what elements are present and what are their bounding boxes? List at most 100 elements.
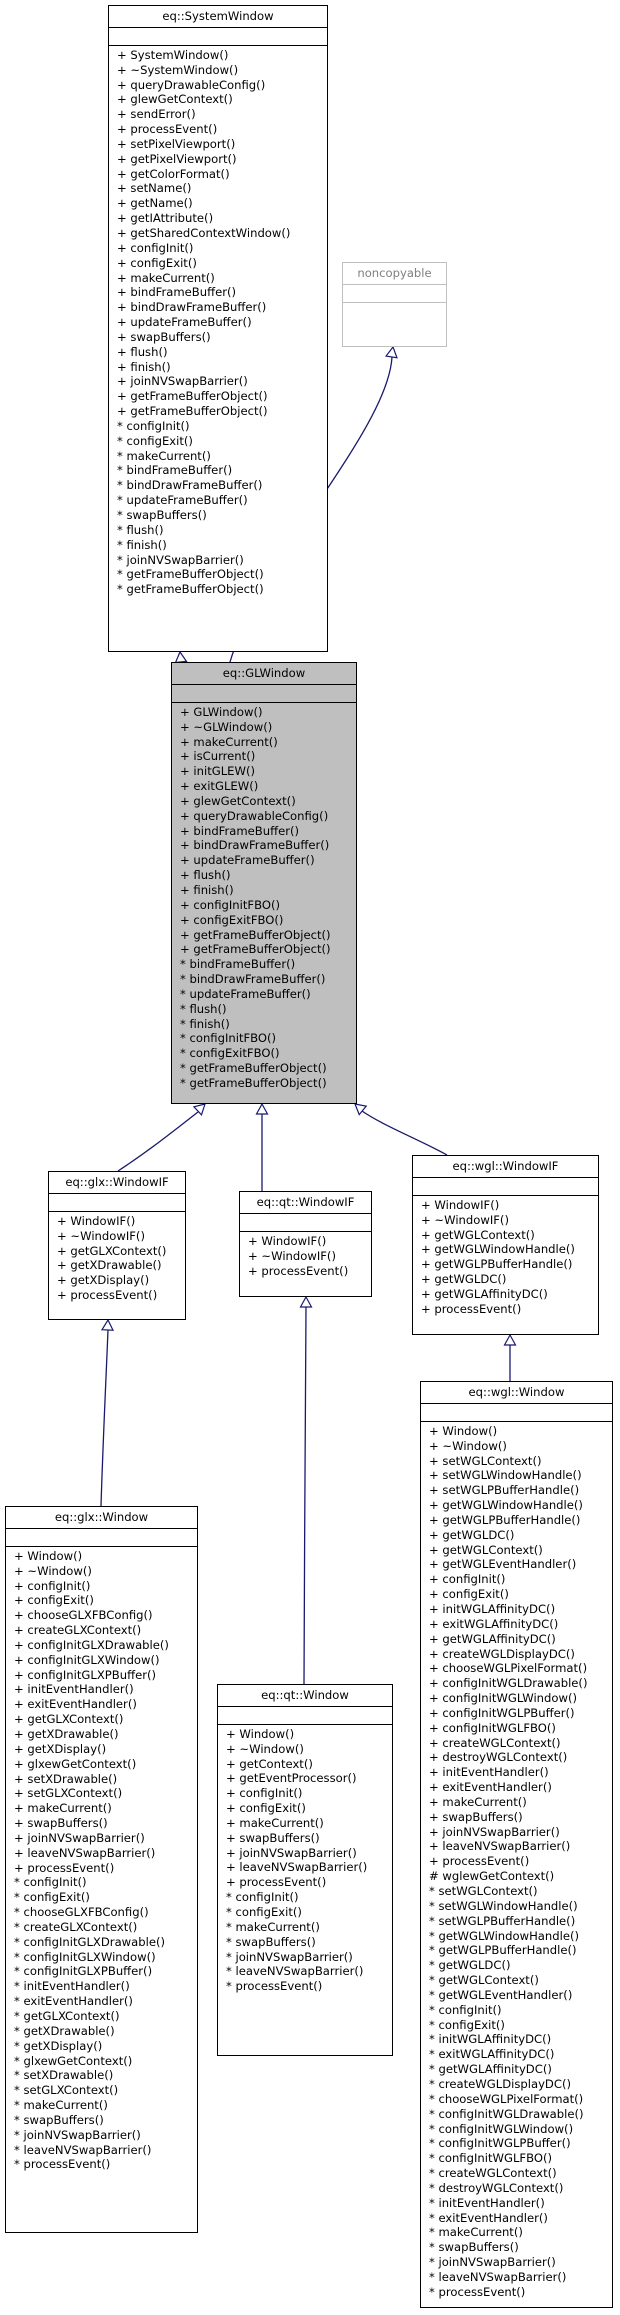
class-attributes-wgl-window-if [413, 1178, 598, 1196]
class-operation: + processEvent() [421, 1301, 522, 1316]
class-operation: + joinNVSwapBarrier() [117, 374, 248, 389]
class-operation: * makeCurrent() [429, 2225, 523, 2240]
class-gl-window[interactable]: eq::GLWindow + GLWindow()+ ~GLWindow()+ … [171, 662, 357, 1104]
class-operation: * configInitFBO() [180, 1031, 277, 1046]
class-operation: + configInit() [117, 240, 194, 255]
class-operation: + setWGLContext() [429, 1453, 542, 1468]
class-operation: + makeCurrent() [226, 1815, 324, 1830]
class-operation: + Window() [429, 1423, 498, 1438]
class-operation: + sendError() [117, 107, 196, 122]
class-operation: + bindDrawFrameBuffer() [117, 300, 267, 315]
class-attributes-system-window [109, 28, 327, 46]
class-operation: + destroyWGLContext() [429, 1750, 568, 1765]
class-qt-window-if[interactable]: eq::qt::WindowIF + WindowIF()+ ~WindowIF… [239, 1191, 372, 1297]
class-operation: + ~GLWindow() [180, 719, 273, 734]
class-operation: * getWGLPBufferHandle() [429, 1943, 577, 1958]
class-operation: * initEventHandler() [429, 2195, 545, 2210]
class-operation: + getEventProcessor() [226, 1771, 357, 1786]
class-operation: * initEventHandler() [14, 1979, 130, 1994]
class-operation: * configExit() [14, 1890, 90, 1905]
class-system-window[interactable]: eq::SystemWindow + SystemWindow()+ ~Syst… [108, 5, 328, 652]
class-operation: * finish() [180, 1016, 230, 1031]
class-operation: + flush() [117, 344, 168, 359]
class-operation: * makeCurrent() [14, 2098, 108, 2113]
edge-glxwindow-glxif [100, 1329, 109, 1507]
class-title-gl-window: eq::GLWindow [172, 663, 356, 685]
class-operation: + makeCurrent() [429, 1794, 527, 1809]
class-operation: + setWGLPBufferHandle() [429, 1483, 580, 1498]
class-operation: * leaveNVSwapBarrier() [14, 2142, 152, 2157]
class-operation: * createWGLContext() [429, 2166, 557, 2181]
class-operation: * leaveNVSwapBarrier() [429, 2269, 567, 2284]
class-operation: + configExit() [117, 255, 197, 270]
class-operation: + processEvent() [226, 1875, 327, 1890]
class-operation: * initWGLAffinityDC() [429, 2032, 552, 2047]
arrowhead-glwindow-from-qt [255, 1102, 269, 1115]
class-operation: * processEvent() [14, 2157, 111, 2172]
class-operation: * configInitGLXDrawable() [14, 1934, 166, 1949]
class-operation: + Window() [226, 1726, 295, 1741]
class-noncopyable[interactable]: noncopyable [342, 262, 447, 347]
class-operation: * configInitWGLDrawable() [429, 2106, 584, 2121]
class-glx-window-if[interactable]: eq::glx::WindowIF + WindowIF()+ ~WindowI… [48, 1171, 186, 1320]
class-operation: * configInit() [226, 1890, 299, 1905]
class-title-noncopyable: noncopyable [343, 263, 446, 285]
class-operation: + joinNVSwapBarrier() [14, 1830, 145, 1845]
class-attributes-wgl-window [421, 1404, 612, 1422]
class-operation: + getWGLDC() [429, 1527, 515, 1542]
class-operation: * getFrameBufferObject() [180, 1075, 327, 1090]
class-operation: + exitGLEW() [180, 779, 259, 794]
class-attributes-qt-window-if [240, 1214, 371, 1232]
class-wgl-window[interactable]: eq::wgl::Window + Window()+ ~Window()+ s… [420, 1381, 613, 2308]
edge-wglif-glwindow [361, 1110, 448, 1156]
class-operation: + makeCurrent() [14, 1801, 112, 1816]
class-operation: * getFrameBufferObject() [180, 1061, 327, 1076]
class-operation: + processEvent() [57, 1288, 158, 1303]
arrowhead-glwindow-from-glx [192, 1103, 206, 1117]
class-operation: * configExit() [429, 2017, 505, 2032]
class-operation: + initEventHandler() [14, 1682, 134, 1697]
class-operation: * swapBuffers() [429, 2240, 519, 2255]
class-title-glx-window: eq::glx::Window [6, 1507, 197, 1529]
class-operation: * makeCurrent() [117, 448, 211, 463]
class-operation: + swapBuffers() [429, 1809, 523, 1824]
class-operation: * createGLXContext() [14, 1919, 138, 1934]
class-operation: + finish() [180, 882, 234, 897]
class-operation: + initGLEW() [180, 764, 256, 779]
class-operation: * getWGLDC() [429, 1958, 511, 1973]
arrowhead-wglif [503, 1333, 517, 1346]
class-operation: + processEvent() [117, 122, 218, 137]
class-operation: + bindFrameBuffer() [117, 285, 237, 300]
class-operation: + flush() [180, 868, 231, 883]
class-operation: * getWGLAffinityDC() [429, 2062, 552, 2077]
class-title-glx-window-if: eq::glx::WindowIF [49, 1172, 185, 1194]
class-operation: * getGLXContext() [14, 2009, 120, 2023]
class-operation: * getWGLWindowHandle() [429, 1928, 580, 1943]
class-operation: + getWGLWindowHandle() [421, 1242, 575, 1257]
class-operation: + createGLXContext() [14, 1623, 142, 1638]
class-operation: + makeCurrent() [117, 270, 215, 285]
class-operation: * updateFrameBuffer() [180, 986, 311, 1001]
class-wgl-window-if[interactable]: eq::wgl::WindowIF + WindowIF()+ ~WindowI… [412, 1155, 599, 1335]
class-qt-window[interactable]: eq::qt::Window + Window()+ ~Window()+ ge… [217, 1684, 393, 2056]
class-operation: * configInitWGLPBuffer() [429, 2136, 571, 2151]
class-operation: + getWGLEventHandler() [429, 1557, 577, 1572]
class-operation: + getWGLContext() [421, 1227, 535, 1242]
class-operation: * configInitGLXWindow() [14, 1949, 156, 1964]
class-operation: * setWGLWindowHandle() [429, 1898, 578, 1913]
class-glx-window[interactable]: eq::glx::Window + Window()+ ~Window()+ c… [5, 1506, 198, 2233]
class-operation: * bindFrameBuffer() [180, 957, 296, 972]
class-operation: * bindFrameBuffer() [117, 463, 233, 478]
class-operation: + bindFrameBuffer() [180, 823, 300, 838]
class-operation: * configInit() [117, 418, 190, 433]
class-operation: + getWGLAffinityDC() [429, 1631, 556, 1646]
class-operation: * joinNVSwapBarrier() [226, 1949, 353, 1964]
class-operation: + bindDrawFrameBuffer() [180, 838, 330, 853]
class-operation: * bindDrawFrameBuffer() [180, 972, 326, 987]
class-operation: # wglewGetContext() [429, 1869, 555, 1884]
class-operation: + setName() [117, 181, 192, 196]
class-operation: + getWGLPBufferHandle() [421, 1257, 573, 1272]
class-operation: + joinNVSwapBarrier() [429, 1824, 560, 1839]
class-operations-gl-window: + GLWindow()+ ~GLWindow()+ makeCurrent()… [172, 703, 356, 1091]
class-operation: + configInitWGLDrawable() [429, 1676, 588, 1691]
